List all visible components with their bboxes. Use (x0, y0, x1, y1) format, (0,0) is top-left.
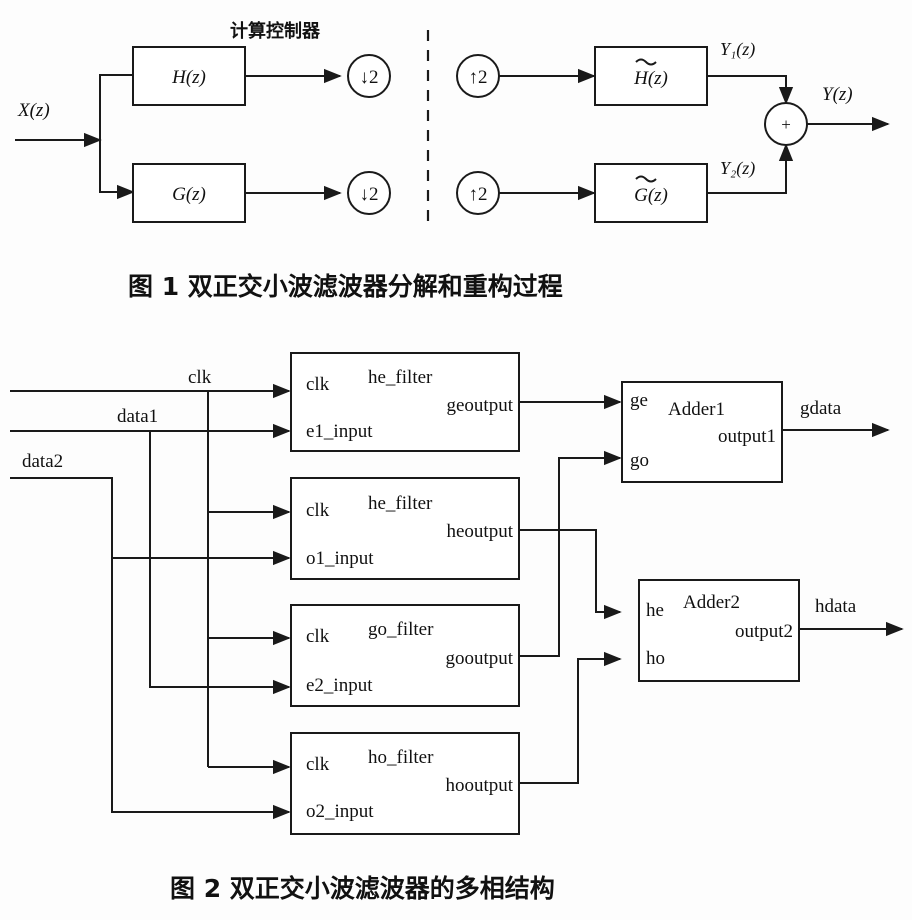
filter3-in-port: e2_input (306, 675, 373, 696)
adder2-name: Adder2 (683, 592, 740, 613)
data1-to-e2 (149, 431, 291, 695)
adder2-in-a: he (646, 600, 664, 621)
filter1-name: he_filter (368, 367, 433, 388)
adder1-out-port: output1 (718, 426, 776, 447)
controller-label: 计算控制器 (230, 20, 321, 42)
adder2-box (638, 579, 800, 682)
upsample-lower-label: ↑2 (469, 184, 488, 205)
data2-input-label: data2 (22, 451, 63, 472)
filter4-name: ho_filter (368, 747, 434, 768)
g-filter-box (132, 163, 246, 223)
adder1-in-a: ge (630, 390, 648, 411)
y1-line (707, 75, 794, 105)
h-synth-tilde (635, 58, 657, 66)
y1-label: Y₁(z) (720, 39, 755, 60)
filter2-box (290, 477, 520, 580)
g-synth-label: G(z) (634, 185, 668, 206)
adder2-in-b: ho (646, 648, 665, 669)
filter1-clk-port: clk (306, 374, 330, 395)
y2-line (707, 143, 794, 194)
filter4-out-port: hooutput (445, 775, 513, 796)
gdata-label: gdata (800, 398, 842, 419)
data2-to-o2 (111, 558, 291, 820)
filter3-out-port: gooutput (445, 648, 513, 669)
figure-2-caption: 图 2 双正交小波滤波器的多相结构 (170, 874, 555, 903)
filter2-clk-port: clk (306, 500, 330, 521)
filter3-box (290, 604, 520, 707)
heoutput-to-he (519, 529, 622, 620)
filter4-box (290, 732, 520, 835)
h-synth-label: H(z) (633, 68, 668, 89)
filter3-name: go_filter (368, 619, 434, 640)
downsample-upper (347, 54, 391, 98)
filter2-in-port: o1_input (306, 548, 374, 569)
figure-2: clk data1 data2 clk he_filter geoutput e… (10, 352, 904, 903)
figure-1-caption: 图 1 双正交小波滤波器分解和重构过程 (128, 272, 563, 301)
h-synth-box (594, 46, 708, 106)
branch-upper (99, 74, 133, 140)
filter1-box (290, 352, 520, 452)
filter4-clk-port: clk (306, 754, 330, 775)
filter1-in-port: e1_input (306, 421, 373, 442)
g-synth-tilde (635, 175, 657, 183)
input-x-label: X(z) (17, 100, 50, 121)
adder1-in-b: go (630, 450, 649, 471)
data2-to-o1 (10, 477, 291, 566)
g-filter-label: G(z) (172, 184, 206, 205)
upsample-upper-label: ↑2 (469, 67, 488, 88)
y2-label: Y₂(z) (720, 158, 755, 179)
downsample-lower (347, 171, 391, 215)
output-y-label: Y(z) (822, 84, 853, 105)
filter1-out-port: geoutput (447, 395, 514, 416)
filter2-name: he_filter (368, 493, 433, 514)
adder1-name: Adder1 (668, 399, 725, 420)
sum-symbol: + (781, 115, 791, 134)
filter2-out-port: heoutput (447, 521, 514, 542)
gooutput-to-go (519, 450, 622, 657)
downsample-upper-label: ↓2 (360, 67, 379, 88)
filter3-clk-port: clk (306, 626, 330, 647)
hdata-label: hdata (815, 596, 857, 617)
clk-input-label: clk (188, 367, 212, 388)
h-filter-label: H(z) (171, 67, 206, 88)
filter4-in-port: o2_input (306, 801, 374, 822)
data1-input-label: data1 (117, 406, 158, 427)
adder2-out-port: output2 (735, 621, 793, 642)
downsample-lower-label: ↓2 (360, 184, 379, 205)
hooutput-to-ho (519, 651, 622, 784)
adder1-box (621, 381, 783, 483)
figure-1: 计算控制器 X(z) H(z) ↓2 G(z) ↓2 ↑2 ↑2 H(z) G(… (15, 20, 890, 301)
branch-lower (99, 140, 135, 200)
